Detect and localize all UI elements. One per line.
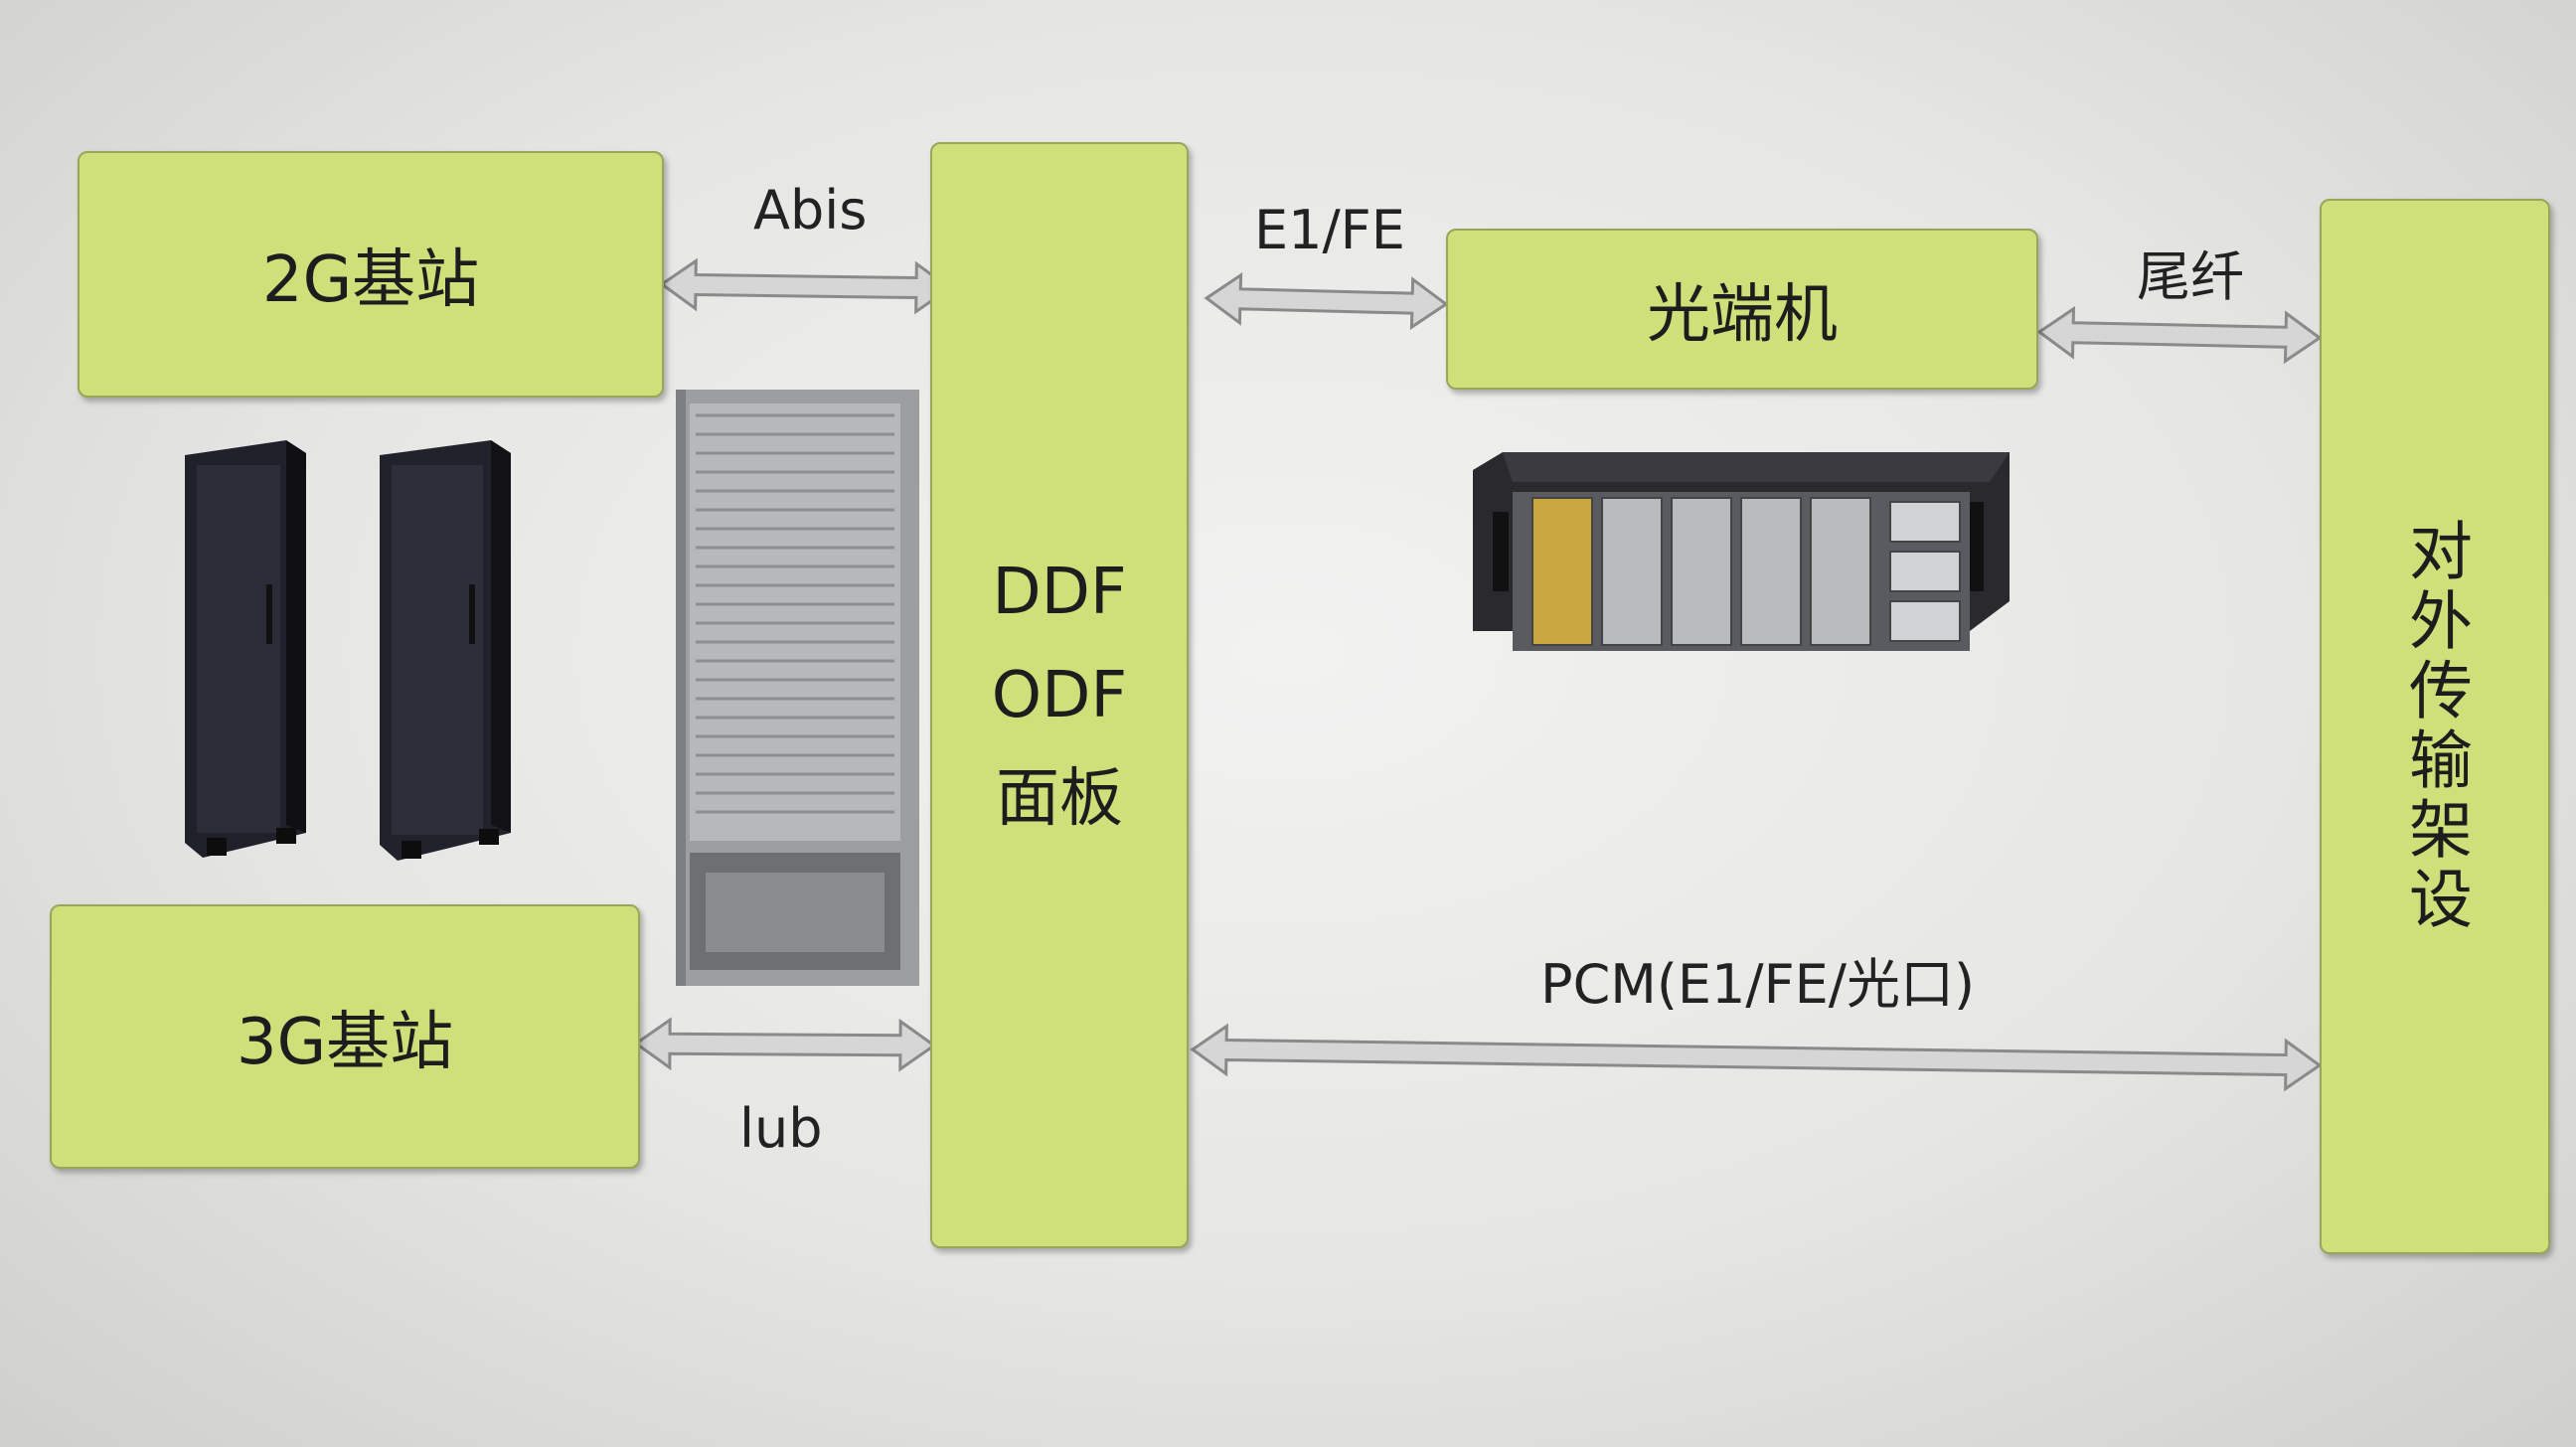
chassis-card	[1740, 497, 1802, 646]
abis-label: Abis	[753, 179, 868, 241]
external-transmission-label: 对外传输架设	[2398, 518, 2472, 935]
chassis-card	[1601, 497, 1663, 646]
pigtail-label: 尾纤	[2137, 245, 2244, 308]
ddf-line-1: DDF	[992, 555, 1127, 629]
pcm-arrow	[1190, 1023, 2323, 1092]
e1fe-arrow	[1204, 271, 1449, 331]
chassis-card	[1531, 497, 1593, 646]
bts-cabinet-icon	[185, 440, 306, 858]
ddf-line-2: ODF	[991, 658, 1128, 732]
chassis-port-block	[1889, 501, 1961, 543]
optical-terminal-chassis-icon	[1473, 452, 2010, 651]
ddf-odf-panel-box: DDF ODF 面板	[930, 142, 1189, 1248]
bts-2g-label: 2G基站	[261, 243, 480, 317]
optical-terminal-label: 光端机	[1647, 278, 1838, 352]
iub-arrow	[633, 1017, 937, 1072]
bts-cabinet-icon	[380, 440, 511, 861]
iub-label: lub	[739, 1097, 823, 1160]
ddf-line-3: 面板	[996, 761, 1123, 836]
external-transmission-box: 对外传输架设	[2320, 199, 2550, 1254]
abis-arrow	[659, 257, 953, 315]
bts-2g-box: 2G基站	[78, 151, 664, 398]
optical-terminal-box: 光端机	[1446, 229, 2038, 390]
bts-3g-box: 3G基站	[50, 904, 640, 1169]
chassis-port-block	[1889, 600, 1961, 642]
chassis-card	[1671, 497, 1732, 646]
pigtail-arrow	[2036, 305, 2323, 365]
bts-3g-label: 3G基站	[236, 1006, 454, 1079]
e1fe-label: E1/FE	[1254, 199, 1405, 261]
chassis-port-block	[1889, 551, 1961, 592]
pcm-label: PCM(E1/FE/光口)	[1540, 953, 1976, 1016]
chassis-card	[1810, 497, 1871, 646]
ddf-rack-icon	[676, 390, 919, 986]
